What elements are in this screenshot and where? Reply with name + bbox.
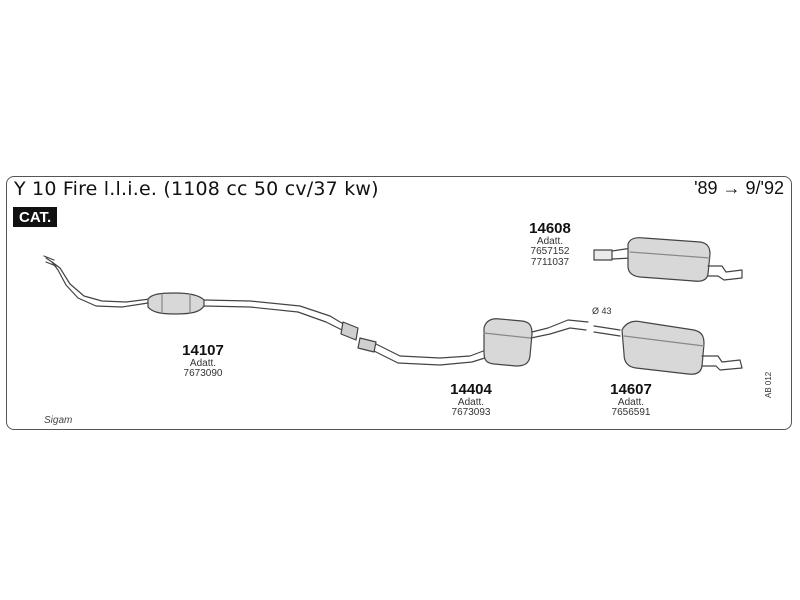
part-code: 7711037 [530, 256, 570, 268]
rear-silencer-14608 [593, 237, 743, 282]
diameter-label: Ø 43 [592, 306, 612, 316]
part-14107-label: 14107 Adatt. 7673090 [168, 343, 238, 380]
part-14608-label: 14608 Adatt. 7657152 7711037 [512, 221, 588, 268]
year-range: '89 → 9/'92 [694, 178, 784, 198]
part-code: 7657152 [530, 246, 570, 258]
part-14404-label: 14404 Adatt. 7673093 [436, 382, 506, 419]
part-adapt: Adatt. [189, 357, 217, 369]
clamp-connector [340, 321, 377, 353]
part-number: 14607 [610, 381, 652, 398]
part-code: 7673093 [451, 407, 491, 419]
vehicle-title: Y 10 Fire l.l.i.e. (1108 cc 50 cv/37 kw) [14, 178, 379, 200]
part-adapt: Adatt. [457, 396, 485, 408]
part-code: 7673090 [183, 368, 223, 380]
brand-logo: Sigam [44, 415, 73, 426]
part-code: 7656591 [611, 407, 651, 419]
part-adapt: Adatt. [536, 235, 564, 247]
diagram-code: AB 012 [764, 371, 773, 398]
middle-silencer-14404 [373, 318, 589, 367]
part-14607-label: 14607 Adatt. 7656591 [596, 382, 666, 419]
part-adapt: Adatt. [617, 396, 645, 408]
cat-badge: CAT. [13, 207, 58, 227]
front-pipe-14107 [43, 255, 346, 331]
part-number: 14107 [182, 342, 224, 359]
rear-silencer-14607 [593, 320, 743, 375]
part-number: 14608 [529, 220, 571, 237]
diagram-frame [6, 176, 792, 430]
part-number: 14404 [450, 381, 492, 398]
